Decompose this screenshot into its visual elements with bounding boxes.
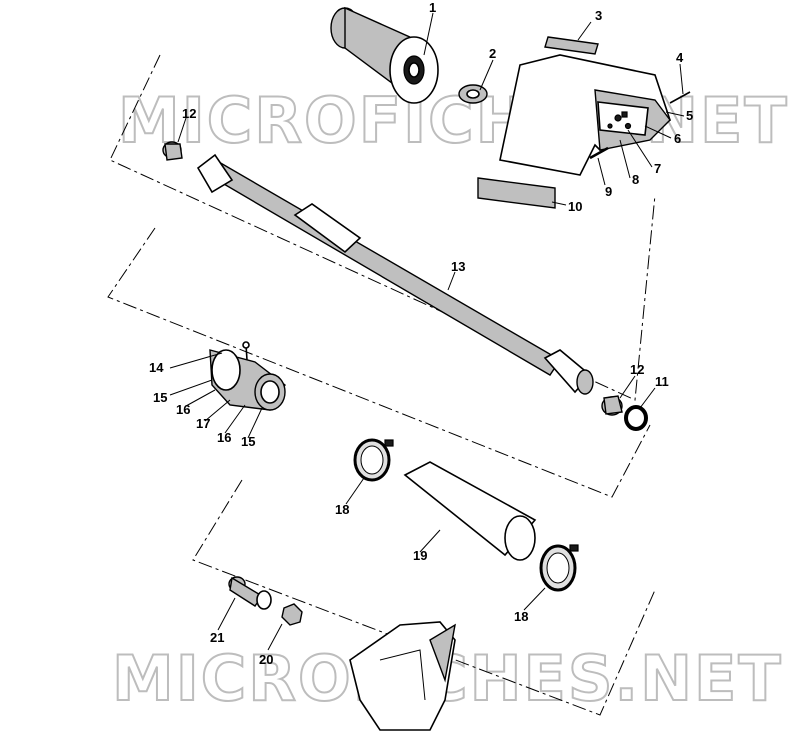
- callout-5: 5: [686, 108, 693, 123]
- part-9-pin: [589, 146, 609, 160]
- part-21-fitting: [228, 576, 272, 610]
- callout-4: 4: [676, 50, 684, 65]
- part-3-decal: [544, 36, 599, 55]
- callout-18-lower: 18: [514, 609, 528, 624]
- callout-16-right: 16: [217, 430, 231, 445]
- impeller: [349, 621, 456, 731]
- callout-1: 1: [429, 0, 436, 15]
- part-4-screw: [669, 91, 691, 104]
- callout-9: 9: [605, 184, 612, 199]
- part-13-drive-shaft: [196, 153, 594, 395]
- part-14-17-coupler: [209, 341, 286, 411]
- watermark-top: MICROFICHES.NET: [118, 84, 789, 157]
- callout-12-right: 12: [630, 362, 644, 377]
- part-18-clamp-upper: [353, 438, 394, 482]
- callout-15-left: 15: [153, 390, 167, 405]
- callout-17: 17: [196, 416, 210, 431]
- callout-20: 20: [259, 652, 273, 667]
- callout-21: 21: [210, 630, 224, 645]
- part-11-o-ring: [624, 405, 648, 431]
- callout-18-upper: 18: [335, 502, 349, 517]
- part-5-shield: [499, 54, 671, 176]
- leader-lines: [169, 12, 685, 651]
- callout-13: 13: [451, 259, 465, 274]
- callout-8: 8: [632, 172, 639, 187]
- part-18-clamp-lower: [539, 544, 579, 592]
- part-12-bushing-right: [601, 395, 623, 416]
- boundary-shaft-group: [109, 54, 656, 401]
- part-12-bushing-top: [162, 141, 183, 161]
- callout-3: 3: [595, 8, 602, 23]
- callout-6: 6: [674, 131, 681, 146]
- callout-12-top: 12: [182, 106, 196, 121]
- callout-14: 14: [149, 360, 164, 375]
- part-19-boot: [403, 461, 537, 561]
- part-20-nut: [281, 603, 303, 626]
- part-10-bar: [477, 177, 556, 209]
- callout-labels: 1 2 3 4 5 6 7 8 9 10 12 13 11 12 14 15 1…: [149, 0, 693, 667]
- boundary-coupler-group: [107, 227, 651, 498]
- part-2-washer: [458, 84, 488, 104]
- callout-10: 10: [568, 199, 582, 214]
- callout-7: 7: [654, 161, 661, 176]
- callout-11: 11: [655, 374, 669, 389]
- callout-16-left: 16: [176, 402, 190, 417]
- callout-2: 2: [489, 46, 496, 61]
- callout-19: 19: [413, 548, 427, 563]
- callout-15-right: 15: [241, 434, 255, 449]
- part-1-roller: [330, 6, 439, 104]
